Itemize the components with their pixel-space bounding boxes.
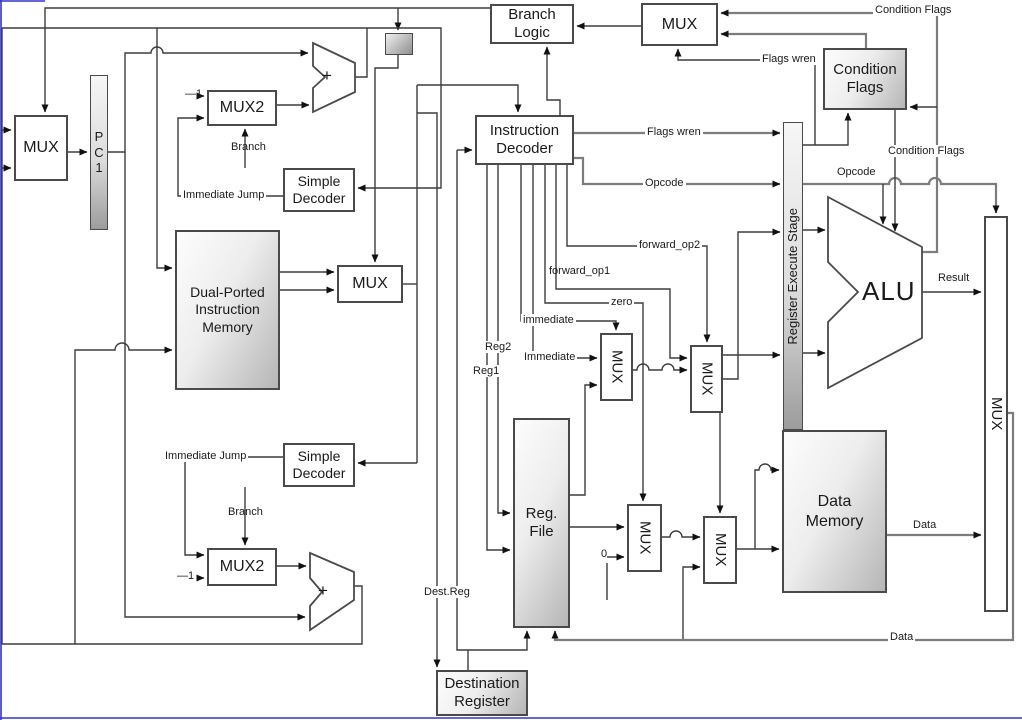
zero-mux-label: MUX [636,521,654,555]
result-label: Result [938,272,970,284]
flags-wren-top-label: Flags wren [760,53,818,66]
wire-muxop2-out [723,228,781,380]
alu-shape [827,195,923,390]
store-mux-label: MUX [712,533,730,567]
data-bottom-label: Data [888,631,916,644]
wire-imem-port1-addr [156,28,173,272]
register-execute-stage: Register Execute Stage [783,122,803,430]
condition-flags-top-label: Condition Flags [873,4,954,17]
wire-pc-loop [1,28,363,645]
pc-mux: MUX [14,115,68,181]
condition-flags-register: Condition Flags [823,48,907,110]
destination-register: Destination Register [436,670,528,716]
opcode-mid-label: Opcode [643,177,686,190]
operand2-mux-label: MUX [698,362,716,396]
wire-flagswren-to-muxflags [674,48,816,145]
immediate-mux-label: MUX [608,350,626,384]
simple-decoder-bottom: Simple Decoder [283,443,355,487]
dest-reg-label: Dest.Reg [422,586,472,599]
wire-forward-op1 [555,165,688,362]
wire-branchlogic-to-pcmux [41,7,490,113]
flags-mux: MUX [641,3,718,46]
minus-one-bottom-label: —1 [177,570,195,582]
wire-immediate-up [532,165,598,362]
wire-addertop-out [355,28,368,78]
mux2-bottom: MUX2 [207,548,277,586]
wire-newflags-net [720,9,939,254]
reg2-label: Reg2 [483,341,514,354]
condition-flags-right-label: Condition Flags [886,145,967,158]
wire-reg2 [497,165,511,517]
writeback-mux: MUX [984,216,1008,612]
wire-flagswren-stage-out [803,112,852,146]
wire-pc1-to-adder-bottom [124,152,306,621]
wire-data-to-muxb2 [682,563,701,640]
wire-reg1 [486,165,511,554]
adder-bottom-shape [309,551,355,632]
store-mux: MUX [703,516,737,584]
operand2-mux: MUX [690,345,723,413]
wire-muximm-out [633,363,688,374]
wire-imem-port2-addr [74,342,173,644]
fetch-mux: MUX [337,265,403,303]
wire-writeback-data [551,411,1015,642]
wire-instruction-to-idec [417,84,522,113]
minus-one-top-label: —1 [185,88,203,100]
wire-muxb1-out [662,530,701,541]
opcode-right-label: Opcode [835,166,878,179]
zero-mux: MUX [627,504,662,572]
alu-label: ALU [862,276,916,306]
branch-bottom-label: Branch [228,506,263,518]
register-execute-stage-label: Register Execute Stage [785,207,801,345]
mux2-top: MUX2 [207,90,277,126]
wire-forward-op2 [566,165,711,343]
wire-immediate-low [520,165,620,331]
adder-top-shape [312,41,356,114]
wire-latch-to-fetchmux [371,55,399,263]
wire-opcode-right [803,176,1000,214]
simple-decoder-top: Simple Decoder [283,168,355,212]
wire-regfile-out1 [570,381,598,496]
forward-op1-label: forward_op1 [549,265,611,277]
branch-top-label: Branch [231,141,266,153]
adder-top-plus: + [322,66,332,85]
wire-oldflags-to-muxflags [720,30,868,48]
instruction-memory: Dual-Ported Instruction Memory [175,230,280,390]
pc1-register: P C 1 [90,75,108,230]
wire-pcplus1-bus [2,27,442,192]
branch-logic: Branch Logic [490,4,574,44]
data-mid-label: Data [913,519,937,531]
forward-op2-label: forward_op2 [637,239,703,252]
register-file: Reg. File [513,418,570,628]
zero-constant-label: 0 [601,548,608,560]
wire-muxb2-to-dmem-addr [754,463,780,549]
wire-writeaddr-vertical [456,150,531,651]
immediate-upper-label: Immediate [522,351,578,364]
zero-label: zero [609,296,635,309]
writeback-mux-label: MUX [988,397,1006,431]
reg1-label: Reg1 [471,365,502,378]
immediate-mux: MUX [600,333,633,401]
wire-immjump-top [177,114,283,197]
wire-destreg-line [417,112,441,668]
data-memory: Data Memory [782,430,887,593]
immediate-jump-top-label: Immediate Jump [181,189,267,202]
adder-bottom-plus: + [318,581,328,600]
pipeline-latch [385,33,413,55]
flags-wren-mid-label: Flags wren [645,126,703,139]
wire-idec-to-branchlogic [543,46,561,115]
wire-zero [544,165,647,502]
immediate-jump-bottom-label: Immediate Jump [163,450,249,463]
instruction-decoder: Instruction Decoder [475,115,574,165]
immediate-lower-label: immediate [521,314,576,327]
wire-pc1-to-adder [108,46,309,153]
